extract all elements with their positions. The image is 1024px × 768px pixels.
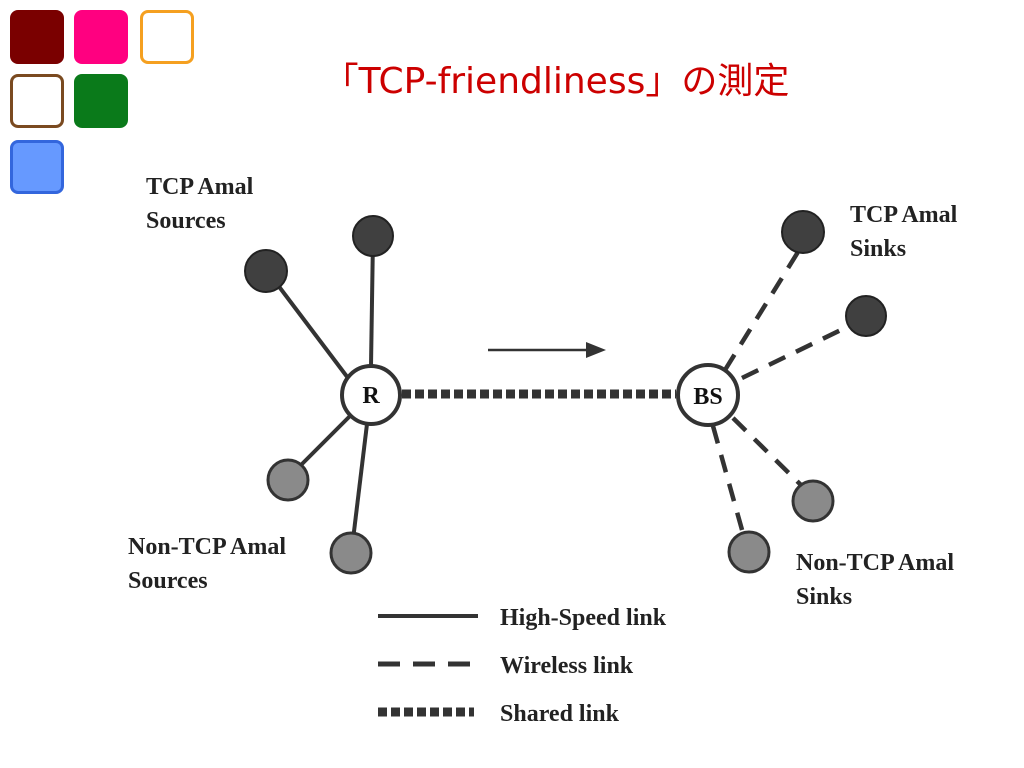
tcp-sinks-label-line2: Sinks <box>850 236 906 262</box>
logo-square-green <box>74 74 128 128</box>
tcp-sink-node <box>845 295 887 337</box>
nontcp-sink-node <box>727 530 771 574</box>
tcp-source-node <box>352 215 394 257</box>
tcp-sinks-label-line1: TCP Amal <box>850 202 958 228</box>
nontcp-sources-label-line1: Non-TCP Amal <box>128 534 286 560</box>
legend-shared-label: Shared link <box>500 701 620 727</box>
wireless-link <box>723 250 800 372</box>
wireless-link <box>710 425 747 538</box>
base-station-label: BS <box>693 384 722 410</box>
high-speed-link <box>350 423 369 549</box>
legend-high-speed-label: High-Speed link <box>500 605 667 631</box>
base-station-node <box>676 363 740 427</box>
tcp-sources-label-line1: TCP Amal <box>146 174 254 200</box>
nontcp-sinks-label-line1: Non-TCP Amal <box>796 550 954 576</box>
nontcp-sinks-label-line2: Sinks <box>796 584 852 610</box>
nontcp-sink-node <box>791 479 835 523</box>
legend-wireless-label: Wireless link <box>500 653 634 679</box>
wireless-link <box>741 325 846 381</box>
wireless-link <box>731 416 805 489</box>
logo-square-dark-red <box>10 10 64 64</box>
legend: High-Speed link Wireless link Shared lin… <box>378 605 667 727</box>
router-node <box>340 364 402 426</box>
logo-square-pink <box>74 10 128 64</box>
direction-arrow <box>488 342 606 358</box>
nontcp-source-node <box>266 458 310 502</box>
logo-square-orange-outline <box>140 10 194 64</box>
router-label: R <box>362 383 380 409</box>
page-title: 「TCP-friendliness」の測定 <box>322 61 790 102</box>
high-speed-link <box>266 270 350 380</box>
tcp-sink-node <box>781 210 825 254</box>
high-speed-link <box>369 236 375 367</box>
logo-square-blue <box>10 140 64 194</box>
nontcp-sources-label-line2: Sources <box>128 568 208 594</box>
logo-square-brown-outline <box>10 74 64 128</box>
tcp-source-node <box>244 249 288 293</box>
nontcp-source-node <box>329 531 373 575</box>
wireless-links <box>710 250 846 538</box>
tcp-sources-label-line2: Sources <box>146 208 226 234</box>
